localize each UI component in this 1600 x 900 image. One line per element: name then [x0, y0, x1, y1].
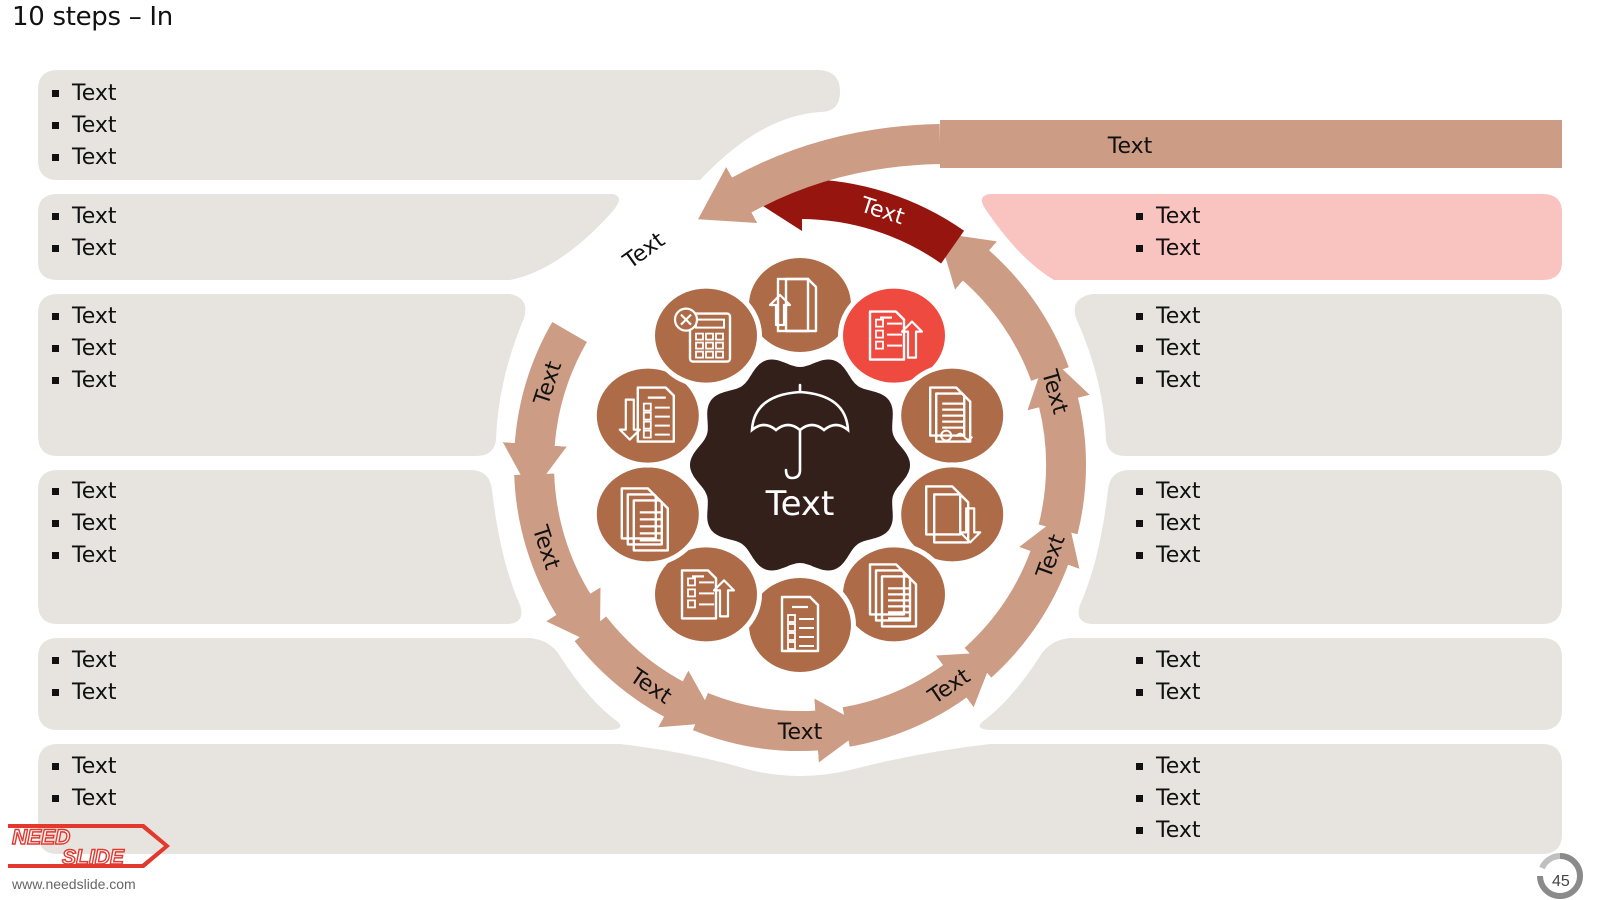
right-panel-shape-2	[1074, 294, 1562, 456]
top-banner	[940, 120, 1562, 168]
umbrella-icon	[750, 383, 850, 480]
step-5	[838, 542, 950, 647]
page-number: 45	[1552, 873, 1570, 890]
arrow-segment	[502, 322, 588, 495]
arrow-segment	[842, 651, 996, 747]
right-panel-bullet: Text	[1136, 645, 1201, 677]
left-panel-shape-5	[38, 638, 621, 730]
center-label: Text	[765, 484, 835, 524]
arrow-segment	[514, 473, 601, 647]
step-6	[744, 573, 856, 677]
step-9	[591, 363, 704, 468]
step-7	[650, 542, 762, 647]
left-panel-bullet: Text	[52, 677, 117, 709]
left-panel-bullet: Text	[52, 540, 117, 572]
step-ring	[591, 253, 1009, 677]
step-4	[896, 462, 1009, 567]
right-panel-shape-1	[981, 194, 1562, 280]
checklist-download-icon	[618, 386, 675, 443]
arrow-segment	[692, 692, 867, 763]
right-panel-bullet: Text	[1136, 233, 1201, 265]
file-download-icon	[925, 485, 982, 544]
left-panel-shape-1	[38, 70, 840, 180]
right-panel-shape-4	[979, 638, 1562, 730]
arc-label: Text	[777, 720, 823, 745]
left-panel-bullet: Text	[52, 142, 117, 174]
certificate-document-icon	[929, 386, 974, 443]
right-panel-bullet: Text	[1136, 783, 1201, 815]
document-stack-icon	[868, 563, 918, 628]
checklist-upload-icon	[868, 310, 924, 361]
step-circle	[749, 578, 851, 672]
website-link[interactable]: www.needslide.com	[12, 876, 136, 892]
needslide-logo: NEED SLIDE	[8, 824, 170, 870]
calculator-icon	[673, 307, 732, 363]
right-panel-bullet: Text	[1136, 301, 1201, 333]
step-circle	[749, 258, 851, 352]
arrow-ring	[502, 124, 1098, 763]
left-panel-bullet: Text	[52, 201, 117, 233]
page-title: 10 steps – In	[12, 2, 173, 32]
left-panel-bullet: Text	[52, 110, 117, 142]
arrow-segment	[964, 510, 1080, 678]
arrow-segment	[574, 616, 718, 728]
right-panel-bullet: Text	[1136, 365, 1201, 397]
left-panel-shape-4	[38, 470, 522, 624]
right-panel-bullet: Text	[1136, 540, 1201, 572]
logo-text-bottom: SLIDE	[62, 846, 125, 869]
checklist-document-icon	[780, 595, 820, 653]
left-panel-shape-2	[38, 194, 619, 280]
right-panel-bullet: Text	[1136, 201, 1201, 233]
left-panel-bullet: Text	[52, 751, 117, 783]
left-panel-bullet: Text	[52, 233, 117, 265]
right-panel-bullet: Text	[1136, 476, 1201, 508]
page-badge-icon	[1537, 853, 1583, 899]
document-upload-icon	[768, 277, 818, 333]
left-panel-bullet: Text	[52, 645, 117, 677]
left-panel-bullet: Text	[52, 333, 117, 365]
left-panel-bullet: Text	[52, 78, 117, 110]
step-8	[591, 462, 704, 567]
left-panel-bullet: Text	[52, 365, 117, 397]
checklist-upload-icon	[680, 569, 736, 620]
arrow-segment	[938, 232, 1069, 382]
left-panel-shape-3	[38, 294, 526, 456]
logo-text-top: NEED	[12, 826, 70, 849]
right-panel-bullet: Text	[1136, 508, 1201, 540]
right-panel-shape-3	[1078, 470, 1562, 624]
document-files-icon	[620, 487, 669, 552]
entry-arrow	[698, 124, 941, 224]
step-3	[896, 363, 1009, 468]
left-panel-bullet: Text	[52, 476, 117, 508]
right-panel-bullet: Text	[1136, 815, 1201, 847]
left-panel-bullet: Text	[52, 783, 117, 815]
arrow-segment	[1027, 354, 1090, 535]
right-panel-bullet: Text	[1136, 751, 1201, 783]
bottom-panel-shape	[38, 744, 1562, 854]
step-circle	[596, 467, 699, 562]
right-panel-bullet: Text	[1136, 677, 1201, 709]
step-1	[744, 253, 856, 357]
left-panel-bullet: Text	[52, 301, 117, 333]
step-10	[650, 283, 762, 388]
arrow-segment-highlight	[752, 167, 965, 264]
right-panel-bullet: Text	[1136, 333, 1201, 365]
left-panel-bullet: Text	[52, 508, 117, 540]
step-2	[838, 283, 950, 388]
top-banner-label: Text	[1107, 134, 1153, 159]
